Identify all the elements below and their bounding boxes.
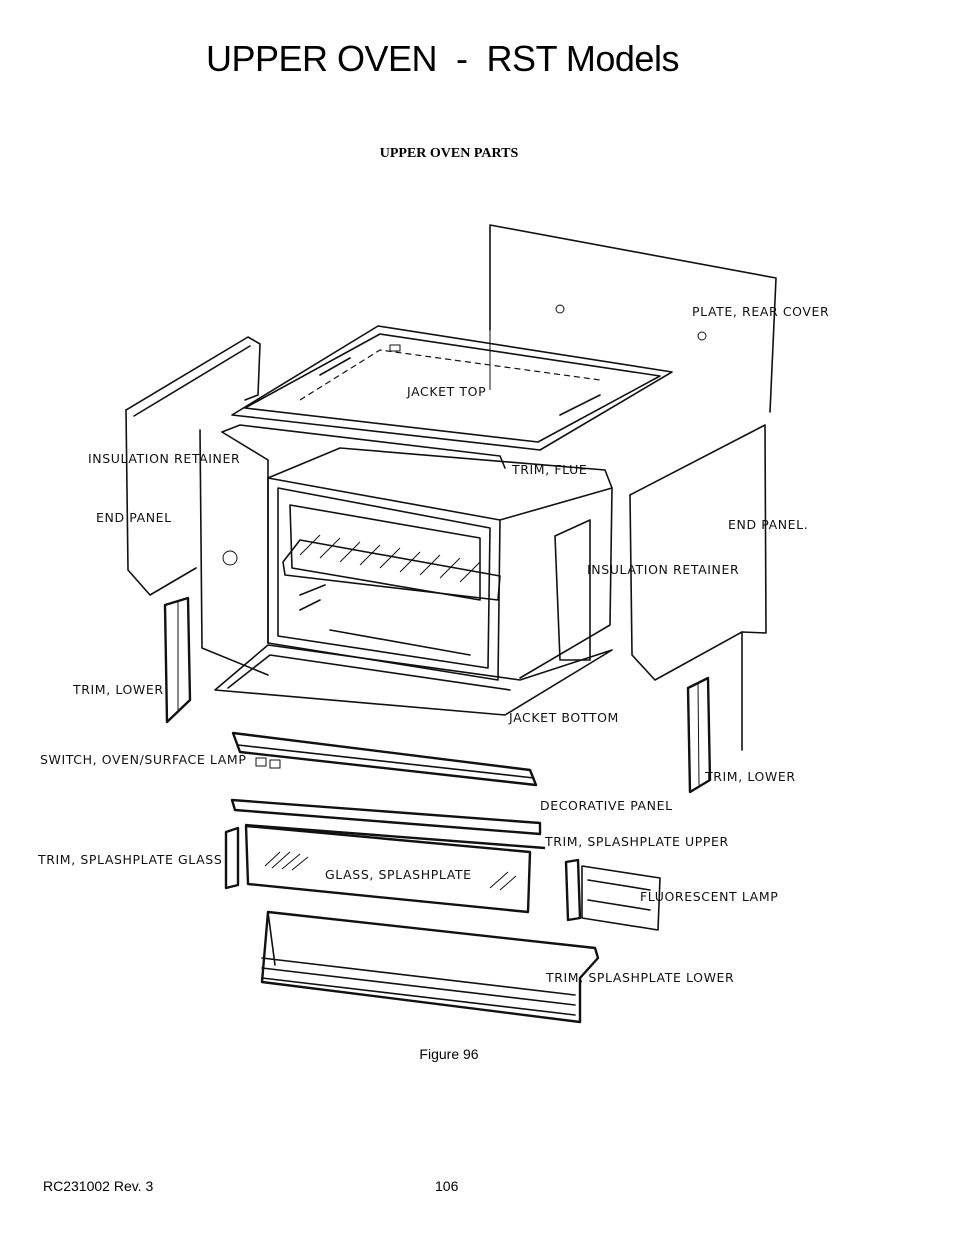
label-glass-splashplate: GLASS, SPLASHPLATE [325,867,472,882]
part-end-panel-left [125,336,261,596]
figure-caption: Figure 96 [419,1046,479,1062]
part-fluorescent-lamp [564,858,661,931]
part-trim-lower-left [163,596,192,724]
page-number: 106 [435,1178,459,1194]
part-trim-splashplate-upper [244,823,546,850]
label-trim-splashplate-lower: TRIM, SPLASHPLATE LOWER [545,970,734,985]
label-trim-splashplate-glass: TRIM, SPLASHPLATE GLASS [37,852,222,867]
section-heading: UPPER OVEN PARTS [379,146,519,161]
label-trim-lower-left: TRIM, LOWER [72,682,164,697]
label-fluorescent-lamp: FLUORESCENT LAMP [640,889,778,904]
part-oven-body [199,424,613,681]
label-end-panel-right: END PANEL. [728,517,808,532]
part-glass-splashplate [244,824,532,914]
page-title: UPPER OVEN - RST Models [206,38,679,79]
part-trim-splashplate-lower [260,910,600,1024]
part-trim-lower-right [686,676,712,794]
label-decorative-panel: DECORATIVE PANEL [540,798,673,813]
part-end-panel-right [554,424,767,751]
part-jacket-top [231,325,673,451]
part-jacket-bottom [214,644,613,716]
label-jacket-bottom: JACKET BOTTOM [508,710,619,725]
label-trim-flue: TRIM, FLUE [511,462,587,477]
part-decorative-panel [230,731,542,836]
label-jacket-top: JACKET TOP [406,384,486,399]
label-trim-splashplate-upper: TRIM, SPLASHPLATE UPPER [544,834,729,849]
label-insulation-retainer-right: INSULATION RETAINER [587,562,739,577]
label-plate-rear-cover: PLATE, REAR COVER [692,304,829,319]
label-switch-oven-surface-lamp: SWITCH, OVEN/SURFACE LAMP [40,752,246,767]
document-id: RC231002 Rev. 3 [43,1178,154,1194]
label-trim-lower-right: TRIM, LOWER [704,769,796,784]
label-end-panel-left: END PANEL [96,510,172,525]
label-insulation-retainer-left: INSULATION RETAINER [88,451,240,466]
part-trim-splashplate-glass [224,826,240,890]
part-plate-rear-cover [489,224,777,413]
